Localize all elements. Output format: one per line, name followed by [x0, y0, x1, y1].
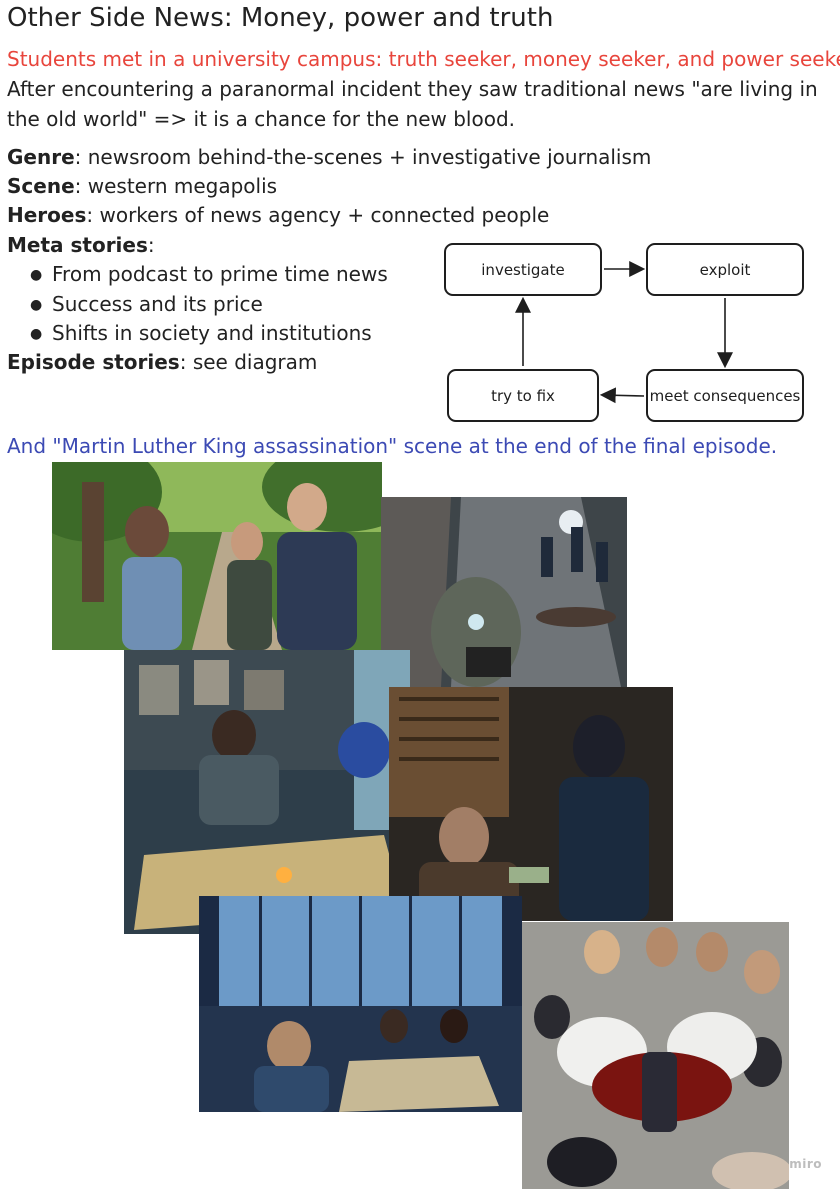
episode-stories-label: Episode stories	[7, 350, 180, 374]
scene-value: : western megapolis	[74, 174, 278, 198]
episode-stories-value: : see diagram	[179, 350, 318, 374]
node-try-to-fix[interactable]: try to fix	[447, 369, 599, 422]
meta-stories-label: Meta stories	[7, 233, 148, 257]
meta-story-item: ●Shifts in society and institutions	[30, 321, 372, 345]
node-exploit[interactable]: exploit	[646, 243, 804, 296]
scene-line: Scene: western megapolis	[7, 172, 277, 200]
intro-text: After encountering a paranormal incident…	[7, 77, 818, 131]
genre-label: Genre	[7, 145, 75, 169]
bribe-office-image	[389, 687, 673, 921]
node-meet-consequences[interactable]: meet consequences	[646, 369, 804, 422]
meta-story-item: ●From podcast to prime time news	[30, 262, 388, 286]
premise-text: Students met in a university campus: tru…	[7, 47, 840, 71]
genre-line: Genre: newsroom behind-the-scenes + inve…	[7, 143, 651, 171]
genre-value: : newsroom behind-the-scenes + investiga…	[74, 145, 652, 169]
diagram-arrows	[515, 261, 733, 404]
miro-watermark: miro	[789, 1157, 822, 1171]
arrow-consequences-fix	[599, 387, 645, 404]
newsroom-image	[199, 896, 522, 1112]
park-interview-image	[52, 462, 382, 650]
scene-label: Scene	[7, 174, 75, 198]
heroes-label: Heroes	[7, 203, 87, 227]
node-investigate[interactable]: investigate	[444, 243, 602, 296]
meta-stories-line: Meta stories:	[7, 231, 155, 259]
fallen-angel-image	[522, 922, 789, 1189]
meta-story-item: ●Success and its price	[30, 292, 263, 316]
heroes-line: Heroes: workers of news agency + connect…	[7, 201, 549, 229]
crime-scene-image	[381, 497, 627, 687]
final-episode-note: And "Martin Luther King assassination" s…	[7, 434, 778, 458]
episode-stories-line: Episode stories: see diagram	[7, 348, 317, 376]
meta-stories-value: :	[147, 233, 155, 257]
page-title: Other Side News: Money, power and truth	[7, 3, 554, 33]
heroes-value: : workers of news agency + connected peo…	[86, 203, 550, 227]
map-room-image	[124, 650, 410, 934]
